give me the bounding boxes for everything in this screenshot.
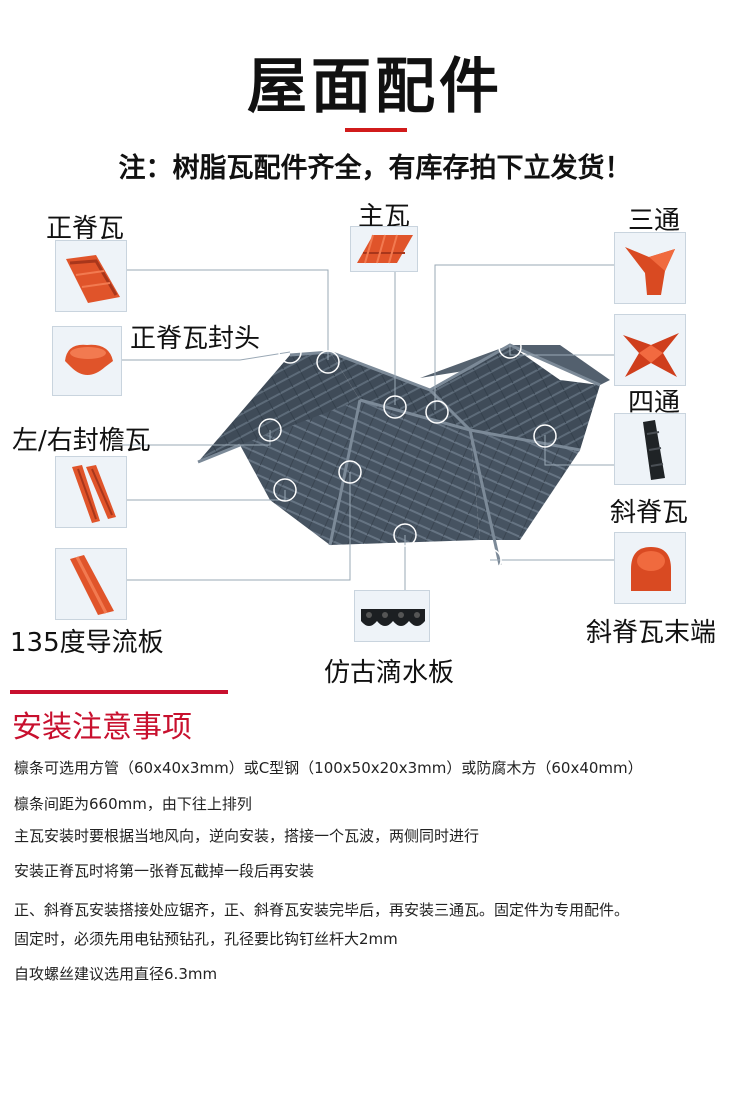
roof-model	[197, 343, 610, 566]
install-heading: 安装注意事项	[12, 710, 192, 745]
install-note: 檩条可选用方管（60x40x3mm）或C型钢（100x50x20x3mm）或防腐…	[14, 759, 643, 777]
hip-ridge-tile-label: 斜脊瓦	[610, 498, 689, 528]
hip-ridge-end-thumb	[614, 532, 686, 604]
ridge-tile-thumb	[55, 240, 127, 312]
hip-ridge-end-label: 斜脊瓦末端	[586, 618, 717, 648]
ridge-end-cap-thumb	[52, 326, 122, 396]
install-note: 固定时，必须先用电钻预钻孔，孔径要比钩钉丝杆大2mm	[14, 930, 398, 948]
three-way-icon	[625, 247, 675, 295]
flow-board-icon	[70, 555, 114, 615]
ridge-tile-icon	[66, 255, 120, 303]
title-underline	[345, 128, 407, 132]
left-right-eave-icon	[72, 465, 116, 523]
flow-board-thumb	[55, 548, 127, 620]
flow-board-label: 135度导流板	[10, 628, 164, 658]
ridge-tile-label: 正脊瓦	[46, 214, 125, 244]
section-accent-bar	[10, 690, 228, 694]
main-tile-icon	[357, 234, 413, 264]
drip-board-icon	[361, 609, 425, 626]
drip-board-label: 仿古滴水板	[324, 658, 455, 688]
left-right-eave-label: 左/右封檐瓦	[12, 426, 151, 456]
drip-board-thumb	[354, 590, 430, 642]
four-way-icon	[623, 333, 679, 377]
three-way-label: 三通	[628, 206, 681, 236]
three-way-thumb	[614, 232, 686, 304]
page-title: 屋面配件	[247, 52, 503, 122]
install-note: 主瓦安装时要根据当地风向，逆向安装，搭接一个瓦波，两侧同时进行	[14, 827, 480, 845]
ridge-end-cap-icon	[65, 344, 113, 375]
ridge-end-cap-label: 正脊瓦封头	[130, 324, 261, 354]
hip-ridge-tile-thumb	[614, 413, 686, 485]
hip-ridge-end-icon	[631, 547, 671, 591]
install-note: 安装正脊瓦时将第一张脊瓦截掉一段后再安装	[14, 862, 315, 880]
stock-notice: 注：树脂瓦配件齐全，有库存拍下立发货！	[118, 153, 632, 184]
install-note: 正、斜脊瓦安装搭接处应锯齐，正、斜脊瓦安装完毕后，再安装三通瓦。固定件为专用配件…	[14, 901, 630, 919]
main-tile-thumb	[350, 226, 418, 272]
install-note: 自攻螺丝建议选用直径6.3mm	[14, 965, 218, 983]
four-way-thumb	[614, 314, 686, 386]
roof-diagram	[122, 255, 614, 590]
hip-ridge-tile-icon	[643, 420, 665, 480]
left-right-eave-thumb	[55, 456, 127, 528]
install-note: 檩条间距为660mm，由下往上排列	[14, 795, 252, 813]
